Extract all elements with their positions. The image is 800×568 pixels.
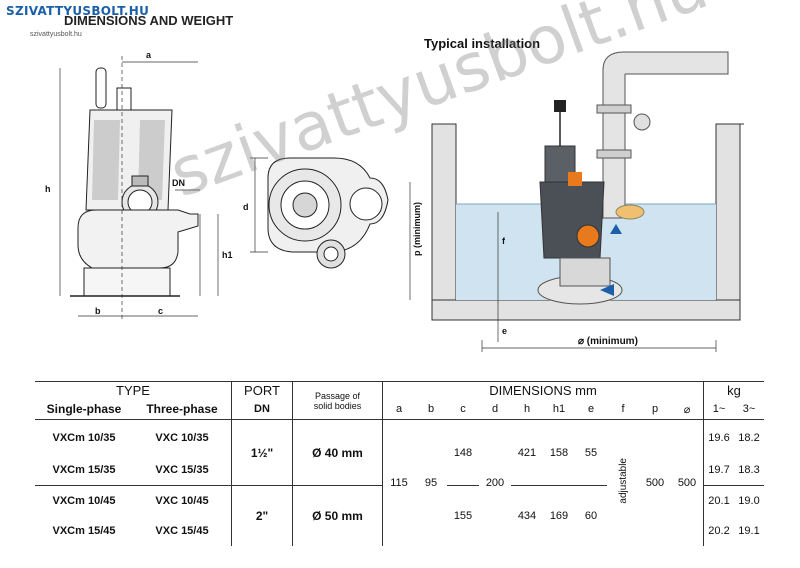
- col-kg1: 1~: [712, 403, 726, 416]
- pump-side-view: [70, 67, 199, 297]
- col-p: p: [651, 403, 659, 416]
- col-h: h: [523, 403, 531, 416]
- col-port: PORT: [231, 381, 293, 400]
- col-h1: h1: [552, 403, 566, 416]
- col-b: b: [427, 403, 435, 416]
- col-a: a: [395, 403, 403, 416]
- col-f: f: [621, 403, 625, 416]
- technical-drawings: [59, 51, 744, 352]
- col-dimensions: DIMENSIONS mm: [382, 381, 704, 400]
- pump-top-view: [267, 157, 389, 269]
- dim-min-label: ⌀ (minimum): [578, 336, 638, 347]
- table-row: VXCm 15/35 VXC 15/35 19.7 18.3: [35, 455, 764, 486]
- col-type: TYPE: [35, 381, 232, 400]
- dim-dn-label: DN: [172, 178, 185, 188]
- dim-h-label: h: [45, 184, 51, 194]
- col-three-phase: Three-phase: [133, 399, 232, 420]
- col-e: e: [587, 403, 595, 416]
- dim-p-label: p (minimum): [412, 202, 422, 256]
- page-title: DIMENSIONS AND WEIGHT: [64, 13, 234, 28]
- col-single-phase: Single-phase: [46, 402, 122, 417]
- col-kg3: 3~: [742, 403, 756, 416]
- table-row: VXCm 15/45 VXC 15/45 20.2 19.1: [35, 515, 764, 546]
- dim-d-label: d: [243, 202, 249, 212]
- table-row: VXCm 10/35 VXC 10/35 1½" Ø 40 mm 115 95 …: [35, 419, 764, 546]
- dim-c-label: c: [158, 306, 164, 316]
- dim-h1-label: h1: [222, 250, 233, 260]
- col-d: d: [491, 403, 499, 416]
- col-kg: kg: [727, 383, 741, 399]
- installation-drawing: [431, 51, 744, 321]
- dim-a-label: a: [146, 50, 152, 60]
- col-c: c: [460, 403, 466, 416]
- logo-url: szivattyusbolt.hu: [30, 31, 82, 38]
- installation-title: Typical installation: [424, 36, 541, 51]
- dim-e-label: e: [502, 326, 508, 336]
- dim-f-label: f: [502, 236, 505, 246]
- col-min: ⌀: [671, 399, 704, 420]
- col-dn: DN: [231, 399, 293, 420]
- logo: SZIVATTYUSBOLT.HU: [6, 4, 150, 18]
- table-row: VXCm 10/45 VXC 10/45 2" Ø 50 mm 155 434 …: [35, 485, 764, 546]
- dim-b-label: b: [95, 306, 101, 316]
